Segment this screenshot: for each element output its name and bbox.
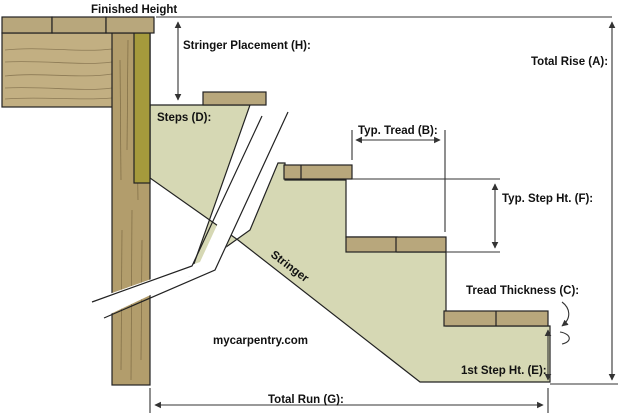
- label-total-run: Total Run (G):: [268, 394, 344, 406]
- label-first-step-ht: 1st Step Ht. (E):: [461, 365, 547, 377]
- label-tread-thickness: Tread Thickness (C):: [466, 285, 579, 297]
- ledger-board: [133, 32, 151, 184]
- break-cut-line-1: [91, 115, 263, 303]
- label-total-rise: Total Rise (A):: [531, 56, 608, 68]
- deck-cap-1: [1, 16, 53, 34]
- tread-step-2: [283, 164, 353, 180]
- deck-grain: [4, 48, 113, 100]
- label-finished-height: Finished Height: [91, 4, 177, 16]
- break-cut-white: [92, 110, 285, 318]
- break-cut-line-2: [103, 111, 289, 319]
- label-website: mycarpentry.com: [213, 335, 308, 347]
- label-typ-tread: Typ. Tread (B):: [358, 125, 438, 137]
- tread-top: [202, 91, 267, 106]
- label-stringer-placement: Stringer Placement (H):: [183, 40, 311, 52]
- label-steps: Steps (D):: [157, 112, 211, 124]
- deck-cap-3: [105, 16, 155, 34]
- label-typ-step-ht: Typ. Step Ht. (F):: [502, 193, 593, 205]
- dimension-lines: [149, 16, 618, 413]
- deck-cap-2: [51, 16, 107, 34]
